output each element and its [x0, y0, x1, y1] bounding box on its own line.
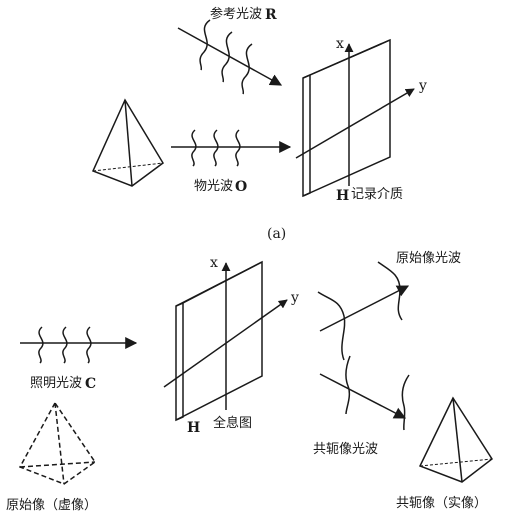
panel-b-reconstruction [18, 260, 494, 485]
recording-medium-letter: H [336, 188, 349, 204]
original-image-wave-label: 原始像光波 [396, 251, 461, 266]
illumination-wave-letter: C [85, 376, 96, 392]
plate-b-axis-y-label: y [290, 290, 299, 306]
illumination-wave-label: 照明光波 [30, 376, 82, 391]
original-image-label: 原始像（虚像） [6, 498, 97, 513]
conjugate-image-wave [319, 355, 410, 431]
conjugate-image-label: 共轭像（实像） [396, 495, 487, 511]
hologram-label: 全息图 [213, 415, 252, 431]
object-wave-letter: O [235, 179, 247, 195]
real-image-pyramid [418, 396, 494, 483]
object-pyramid [91, 98, 164, 187]
original-image-wave [317, 261, 410, 361]
panel-a-caption: (a) [267, 226, 286, 242]
plate-a-axis-y-label: y [418, 78, 427, 94]
panel-a-recording [91, 19, 415, 198]
plate-b-axes [163, 262, 288, 410]
object-wave-label: 物光波 [194, 179, 233, 194]
hologram-plate [175, 260, 263, 422]
reference-wave-letter: R [265, 7, 277, 23]
object-wave [171, 129, 292, 167]
reference-wave-label: 参考光波 [210, 6, 262, 22]
plate-b-axis-x-label: x [210, 255, 218, 271]
virtual-image-pyramid [18, 401, 97, 485]
plate-a-axes [295, 43, 415, 186]
reference-wave [177, 19, 283, 95]
conjugate-image-wave-label: 共轭像光波 [313, 441, 378, 457]
plate-a-axis-x-label: x [336, 36, 344, 52]
hologram-letter: H [187, 420, 200, 436]
recording-medium-label: 记录介质 [351, 187, 403, 202]
recording-plate [302, 38, 391, 198]
illumination-wave [20, 326, 138, 364]
